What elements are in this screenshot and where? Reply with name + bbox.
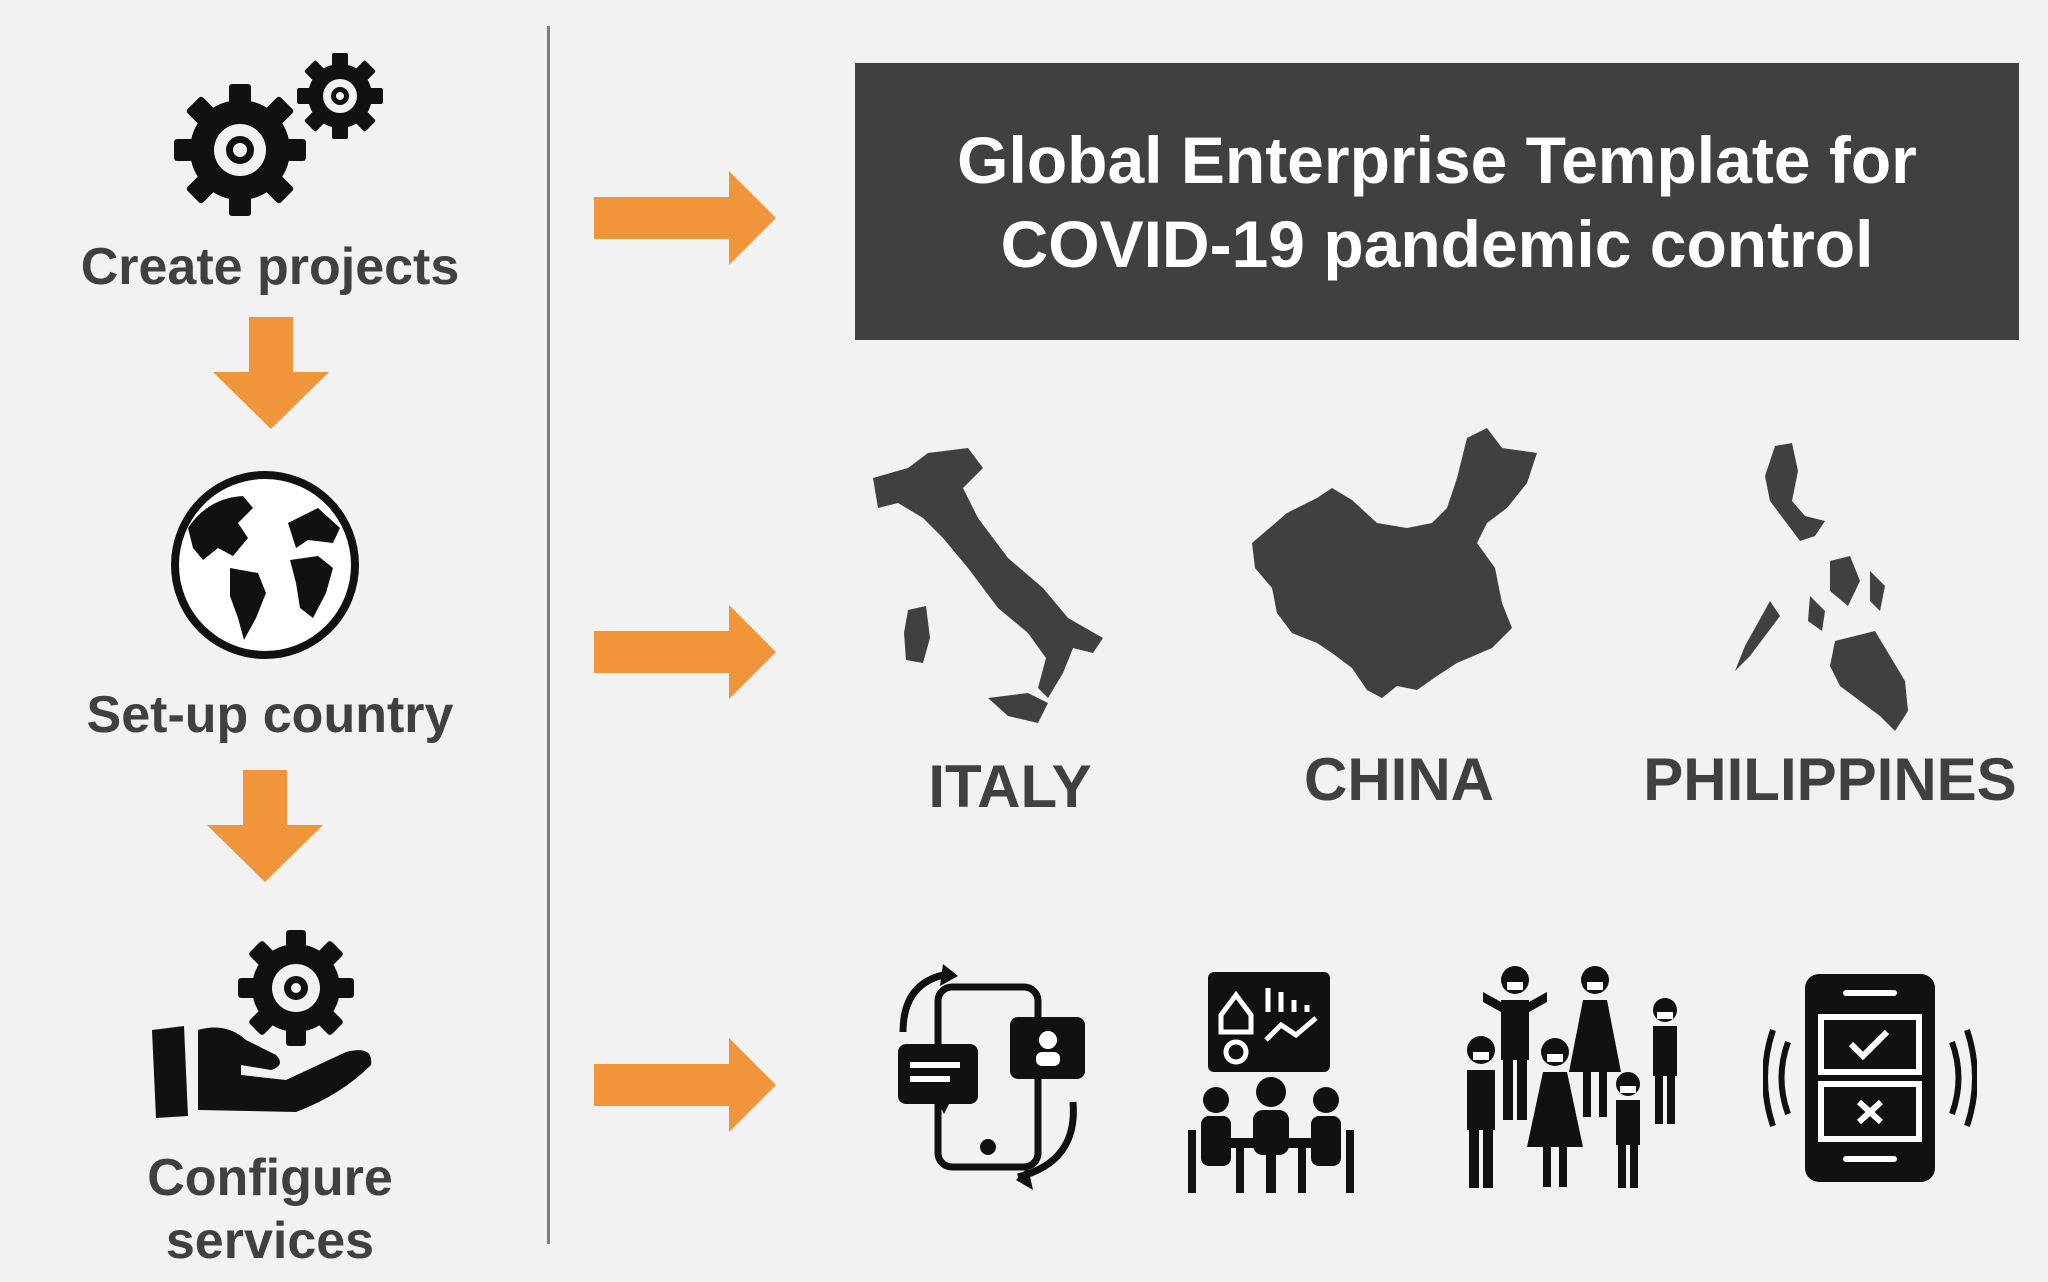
step-setup-country-label: Set-up country — [86, 686, 454, 744]
italy-map-icon — [873, 448, 1103, 723]
right-arrow-icon — [594, 605, 776, 699]
mobile-communication-icon — [898, 964, 1085, 1190]
right-arrow-icon — [594, 171, 776, 265]
china-map-icon — [1252, 428, 1537, 698]
mobile-vote-icon — [1763, 974, 1977, 1182]
vertical-divider — [547, 26, 550, 1244]
step-create-projects-label: Create projects — [80, 238, 460, 296]
step-configure-services-label-line2: services — [165, 1212, 375, 1270]
country-label-philippines: PHILIPPINES — [1643, 746, 2017, 813]
down-arrow-icon — [207, 770, 323, 882]
gears-icon — [174, 53, 383, 216]
hand-gear-icon — [152, 930, 372, 1118]
globe-icon — [171, 471, 359, 659]
right-arrow-icon — [594, 1038, 776, 1132]
country-label-italy: ITALY — [928, 753, 1092, 820]
title-banner: Global Enterprise Template for COVID-19 … — [855, 63, 2019, 340]
philippines-map-icon — [1735, 443, 1908, 731]
down-arrow-icon — [213, 317, 329, 429]
step-configure-services-label-line1: Configure — [147, 1149, 393, 1207]
title-line1: Global Enterprise Template for — [957, 122, 1917, 197]
meeting-dashboard-icon — [1188, 972, 1354, 1193]
country-label-china: CHINA — [1304, 746, 1494, 813]
title-line2: COVID-19 pandemic control — [1000, 206, 1874, 281]
masked-people-icon — [1467, 966, 1677, 1188]
